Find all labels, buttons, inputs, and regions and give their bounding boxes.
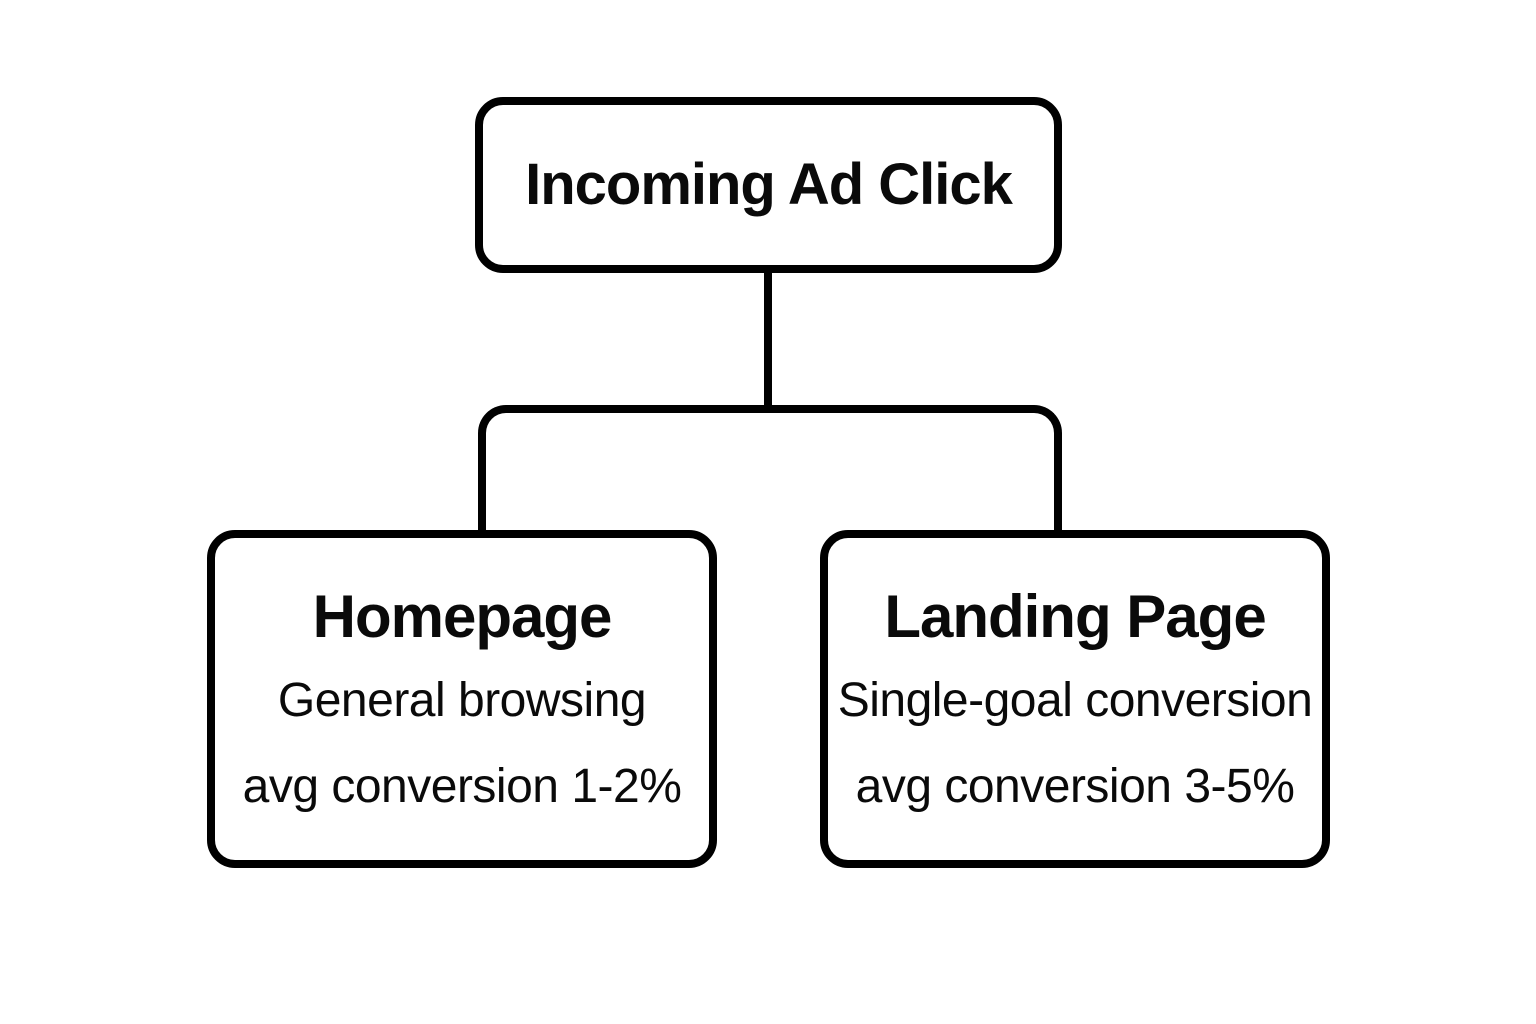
node-incoming-ad-click-title: Incoming Ad Click — [525, 152, 1013, 217]
connector-root-stem — [764, 269, 772, 409]
node-homepage-title: Homepage — [312, 583, 613, 650]
node-landing-page-title: Landing Page — [884, 583, 1266, 650]
connector-branch-bar — [478, 405, 1062, 531]
node-landing-page-description: Single-goal conversion — [837, 674, 1313, 727]
node-homepage-conversion-rate: avg conversion 1-2% — [242, 760, 682, 813]
node-incoming-ad-click: Incoming Ad Click — [475, 97, 1062, 273]
node-landing-page: Landing Page Single-goal conversion avg … — [820, 530, 1330, 868]
node-homepage: Homepage General browsing avg conversion… — [207, 530, 717, 868]
node-homepage-description: General browsing — [277, 674, 647, 727]
node-landing-page-conversion-rate: avg conversion 3-5% — [855, 760, 1295, 813]
